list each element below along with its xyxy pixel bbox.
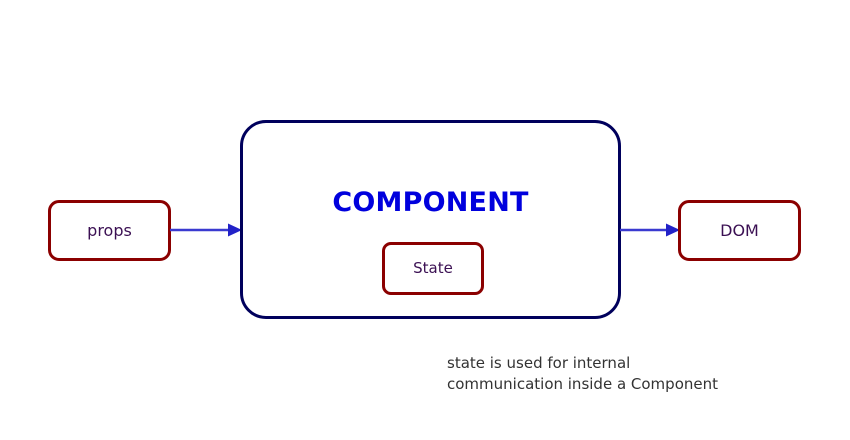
node-props[interactable]: props [48, 200, 171, 261]
diagram-caption: state is used for internal communication… [447, 354, 718, 393]
arrow-props-to-component-icon [170, 223, 242, 237]
node-state-label: State [413, 259, 453, 278]
node-state[interactable]: State [382, 242, 484, 295]
node-component-label: COMPONENT [332, 187, 529, 218]
node-props-label: props [87, 220, 132, 240]
arrow-component-to-dom-icon [620, 223, 680, 237]
arrow-props-to-component [170, 222, 242, 238]
node-dom[interactable]: DOM [678, 200, 801, 261]
node-dom-label: DOM [720, 220, 759, 240]
node-component[interactable]: COMPONENT State [240, 120, 621, 319]
arrow-component-to-dom [620, 222, 680, 238]
